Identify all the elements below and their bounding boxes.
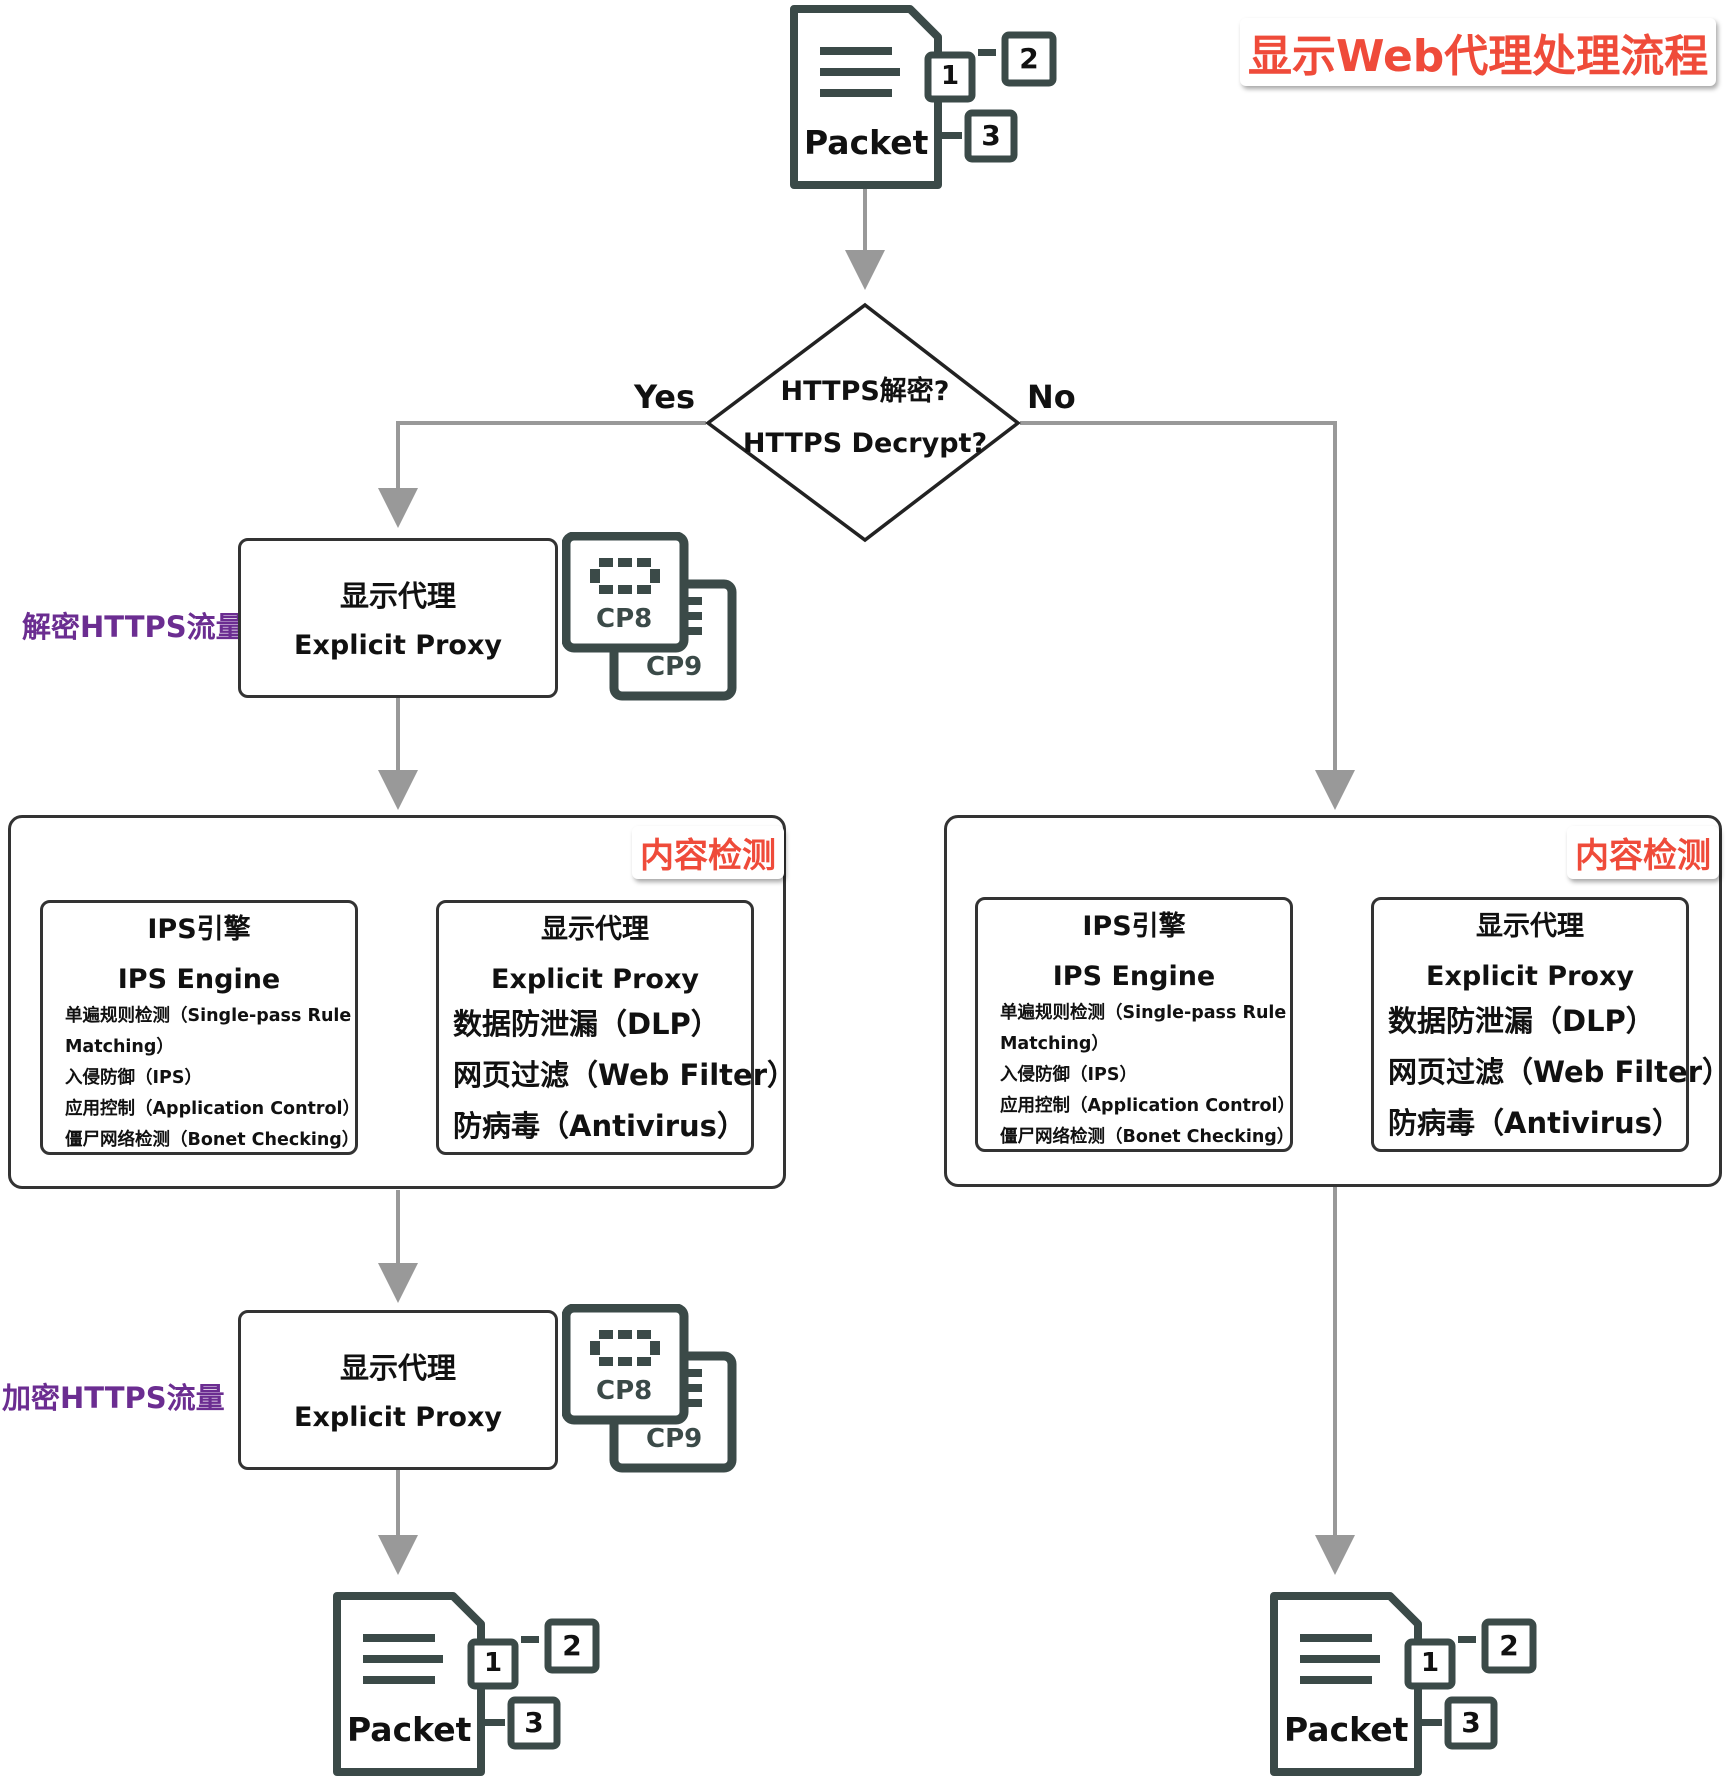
packet-label: Packet: [345, 1710, 474, 1749]
ips-title-en: IPS Engine: [117, 964, 281, 995]
explicit-proxy-box-top: 显示代理 Explicit Proxy: [238, 538, 558, 698]
ips-title-cn: IPS引擎: [147, 914, 251, 945]
ips-title-cn: IPS引擎: [1082, 911, 1186, 942]
proxy-item-dlp: 数据防泄漏（DLP）: [453, 1007, 720, 1041]
yes-label: Yes: [634, 378, 695, 416]
decision-line-en: HTTPS Decrypt?: [742, 428, 988, 459]
explicit-proxy-box-bottom: 显示代理 Explicit Proxy: [238, 1310, 558, 1470]
proxy-title-cn: 显示代理: [339, 1351, 456, 1385]
proxy-features-title-en: Explicit Proxy: [491, 964, 699, 995]
document-icon: [333, 1592, 600, 1776]
proxy-item-web-filter: 网页过滤（Web Filter）: [1388, 1055, 1732, 1089]
chip-icon-bottom: CP8 CP9: [562, 1304, 742, 1474]
chip-label-cp9: CP9: [646, 1424, 703, 1454]
ips-item-ips: 入侵防御（IPS）: [65, 1068, 202, 1088]
packet-badge-2: 2: [1019, 42, 1039, 75]
packet-label: Packet: [1282, 1710, 1411, 1749]
packet-icon-bottom-left: 1 2 3 Packet: [333, 1592, 613, 1777]
arrow-no-branch: [1020, 421, 1355, 810]
proxy-item-web-filter: 网页过滤（Web Filter）: [453, 1058, 797, 1092]
proxy-item-dlp: 数据防泄漏（DLP）: [1388, 1004, 1655, 1038]
processor-chip-icon: [562, 1304, 737, 1473]
packet-label: Packet: [802, 123, 931, 162]
packet-badge-3: 3: [524, 1706, 544, 1739]
decision-diamond: [705, 302, 1021, 543]
ips-item-single-pass: 单遍规则检测（Single-pass Rule: [1000, 1003, 1287, 1023]
encrypt-traffic-label: 加密HTTPS流量: [2, 1381, 225, 1415]
packet-badge-1: 1: [940, 61, 960, 91]
decision-text: HTTPS解密? HTTPS Decrypt?: [720, 366, 1010, 470]
page-title: 显示Web代理处理流程: [1240, 18, 1717, 86]
ips-item-bonet: 僵尸网络检测（Bonet Checking）: [65, 1130, 360, 1150]
document-icon: [1270, 1592, 1537, 1776]
ips-engine-box-right: IPS引擎 IPS Engine 单遍规则检测（Single-pass Rule…: [975, 897, 1296, 1152]
packet-badge-2: 2: [562, 1629, 582, 1662]
no-label: No: [1027, 378, 1076, 416]
proxy-features-title-en: Explicit Proxy: [1426, 961, 1634, 992]
ips-item-matching: Matching）: [65, 1037, 174, 1057]
proxy-title-en: Explicit Proxy: [294, 630, 502, 661]
explicit-proxy-features-box-left: 显示代理 Explicit Proxy 数据防泄漏（DLP） 网页过滤（Web …: [436, 900, 797, 1155]
chip-label-cp8: CP8: [596, 1376, 653, 1406]
packet-icon-bottom-right: 1 2 3 Packet: [1270, 1592, 1550, 1777]
ips-item-matching: Matching）: [1000, 1034, 1109, 1054]
packet-badge-3: 3: [981, 119, 1001, 152]
decrypt-traffic-label: 解密HTTPS流量: [22, 610, 245, 644]
ips-item-app-control: 应用控制（Application Control）: [65, 1099, 361, 1119]
ips-item-app-control: 应用控制（Application Control）: [1000, 1096, 1296, 1116]
ips-item-bonet: 僵尸网络检测（Bonet Checking）: [1000, 1127, 1295, 1147]
proxy-item-antivirus: 防病毒（Antivirus）: [1388, 1106, 1681, 1140]
chip-label-cp9: CP9: [646, 652, 703, 682]
ips-engine-box-left: IPS引擎 IPS Engine 单遍规则检测（Single-pass Rule…: [40, 900, 361, 1155]
packet-badge-3: 3: [1461, 1706, 1481, 1739]
packet-badge-1: 1: [483, 1648, 503, 1678]
arrow-yes-branch: [378, 421, 706, 528]
explicit-proxy-features-box-right: 显示代理 Explicit Proxy 数据防泄漏（DLP） 网页过滤（Web …: [1371, 897, 1732, 1152]
proxy-title-cn: 显示代理: [339, 579, 456, 613]
chip-icon-top: CP8 CP9: [562, 532, 742, 702]
proxy-features-title-cn: 显示代理: [1476, 911, 1584, 942]
processor-chip-icon: [562, 532, 737, 701]
proxy-title-en: Explicit Proxy: [294, 1402, 502, 1433]
packet-badge-2: 2: [1499, 1629, 1519, 1662]
proxy-features-title-cn: 显示代理: [541, 914, 649, 945]
packet-badge-1: 1: [1420, 1648, 1440, 1678]
chip-label-cp8: CP8: [596, 604, 653, 634]
packet-icon-top: 1 2 3 Packet: [790, 5, 1070, 190]
ips-item-ips: 入侵防御（IPS）: [1000, 1065, 1137, 1085]
document-icon: [790, 5, 1057, 189]
content-inspection-tag-left: 内容检测: [632, 826, 784, 879]
proxy-item-antivirus: 防病毒（Antivirus）: [453, 1109, 746, 1143]
ips-item-single-pass: 单遍规则检测（Single-pass Rule: [65, 1006, 352, 1026]
ips-title-en: IPS Engine: [1052, 961, 1216, 992]
content-inspection-tag-right: 内容检测: [1567, 826, 1719, 879]
decision-line-cn: HTTPS解密?: [780, 376, 950, 407]
